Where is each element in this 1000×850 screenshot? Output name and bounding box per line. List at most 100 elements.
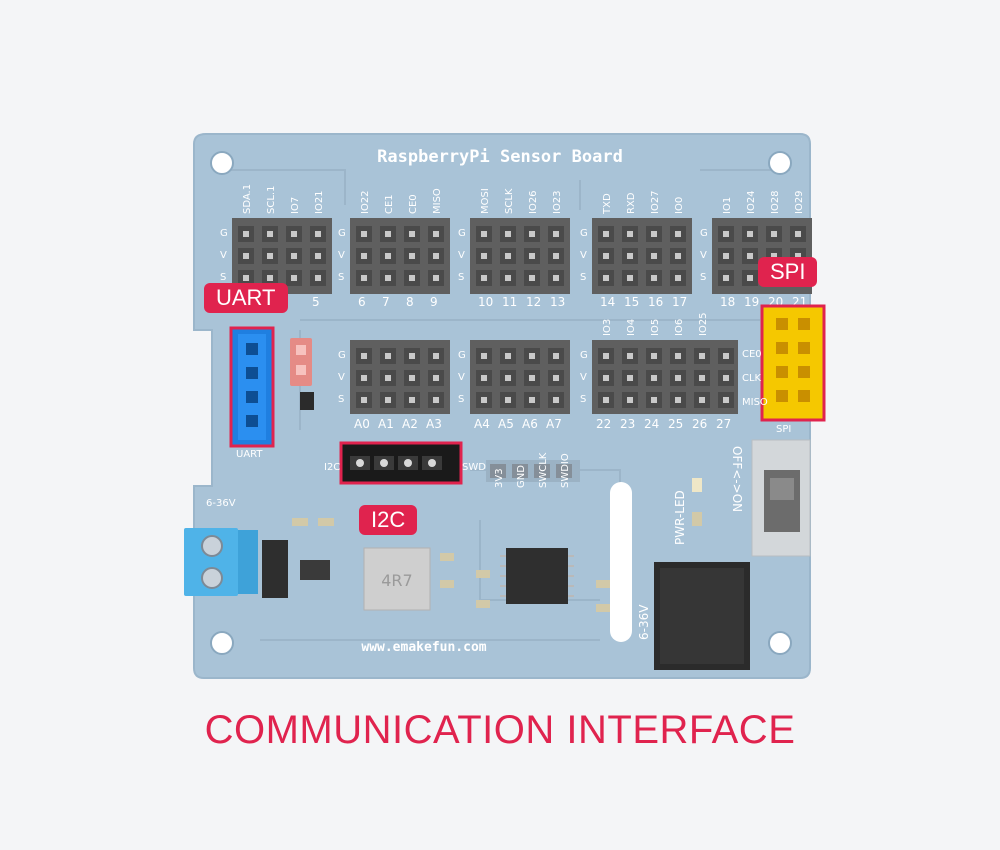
power-terminal	[184, 528, 258, 596]
pin-name-label: SCL.1	[266, 186, 277, 214]
pin-number-label: A7	[546, 417, 562, 431]
pin-dot	[505, 275, 511, 281]
pin-dot	[675, 353, 681, 359]
smd-components	[262, 518, 610, 612]
pin-number-label: 5	[312, 295, 320, 309]
pin-dot	[505, 375, 511, 381]
row-letter-label: V	[458, 250, 465, 261]
board-title: RaspberryPi Sensor Board	[377, 147, 623, 167]
pin-dot	[409, 397, 415, 403]
row-letter-label: V	[458, 372, 465, 383]
pin-number-label: 14	[600, 295, 615, 309]
pin-number-label: 19	[744, 295, 759, 309]
pin-dot	[627, 397, 633, 403]
pwr-led	[692, 478, 702, 526]
pin-name-label: IO5	[650, 319, 661, 336]
row-letter-label: V	[700, 250, 707, 261]
pin-dot	[433, 397, 439, 403]
pin-dot	[747, 231, 753, 237]
swd-pin-label: GND	[516, 465, 527, 488]
pin-number-label: 26	[692, 417, 707, 431]
row-letter-label: S	[458, 272, 464, 283]
pin-number-label: 10	[478, 295, 493, 309]
row-letter-label: S	[338, 394, 344, 405]
pwr-led-label: PWR-LED	[673, 490, 687, 545]
pin-dot	[481, 253, 487, 259]
pin-dot	[481, 397, 487, 403]
pin-number-label: 8	[406, 295, 414, 309]
row-letter-label: S	[220, 272, 226, 283]
row-letter-label: G	[458, 350, 466, 361]
pin-dot	[385, 353, 391, 359]
pin-name-label: IO3	[602, 319, 613, 336]
pin-dot	[267, 275, 273, 281]
row-letter-label: V	[338, 372, 345, 383]
row-letter-label: V	[220, 250, 227, 261]
pin-name-label: IO4	[626, 319, 637, 336]
swd-header	[486, 460, 580, 482]
pin-dot	[651, 375, 657, 381]
pin-dot	[553, 397, 559, 403]
pin-dot	[409, 375, 415, 381]
pin-dot	[603, 275, 609, 281]
spi-callout: SPI	[758, 257, 818, 287]
pin-dot	[243, 253, 249, 259]
pin-number-label: A6	[522, 417, 538, 431]
pin-dot	[267, 231, 273, 237]
pin-name-label: IO29	[794, 190, 805, 214]
pin-number-label: 16	[648, 295, 663, 309]
pin-dot	[723, 375, 729, 381]
pin-dot	[433, 253, 439, 259]
pin-dot	[675, 253, 681, 259]
pin-number-label: A0	[354, 417, 370, 431]
pin-dot	[361, 275, 367, 281]
pin-dot	[699, 353, 705, 359]
i2c-connector	[339, 441, 463, 485]
mounting-holes	[210, 151, 792, 655]
pin-number-label: 22	[596, 417, 611, 431]
pin-dot	[795, 231, 801, 237]
pin-number-label: 27	[716, 417, 731, 431]
uart-callout: UART	[204, 283, 288, 313]
dc-jack	[654, 562, 750, 670]
switch-label: OFF<->ON	[730, 446, 744, 512]
pin-dot	[651, 353, 657, 359]
pin-name-label: CE1	[384, 194, 395, 214]
pin-dot	[315, 275, 321, 281]
pin-dot	[603, 397, 609, 403]
pin-dot	[361, 397, 367, 403]
pin-dot	[529, 231, 535, 237]
uart-connector	[229, 326, 275, 448]
website-label: www.emakefun.com	[361, 640, 486, 655]
pin-number-label: 9	[430, 295, 438, 309]
pin-dot	[361, 231, 367, 237]
pin-number-label: 11	[502, 295, 517, 309]
pin-name-label: IO22	[360, 190, 371, 214]
pin-dot	[505, 353, 511, 359]
pin-number-label: A3	[426, 417, 442, 431]
pin-dot	[747, 275, 753, 281]
pin-dot	[553, 231, 559, 237]
pin-name-label: IO27	[650, 190, 661, 214]
power-switch	[751, 439, 811, 557]
page-caption: COMMUNICATION INTERFACE	[204, 708, 796, 752]
pin-dot	[553, 353, 559, 359]
pin-dot	[723, 253, 729, 259]
pin-dot	[529, 353, 535, 359]
pin-dot	[771, 253, 777, 259]
pin-dot	[699, 397, 705, 403]
pin-dot	[723, 231, 729, 237]
pin-name-label: IO25	[698, 312, 709, 336]
pin-dot	[675, 397, 681, 403]
pin-name-label: CE0	[408, 194, 419, 214]
pin-name-label: IO26	[528, 190, 539, 214]
spi-side-label-miso: MISO	[742, 397, 768, 408]
pin-name-label: IO21	[314, 190, 325, 214]
pin-dot	[529, 397, 535, 403]
